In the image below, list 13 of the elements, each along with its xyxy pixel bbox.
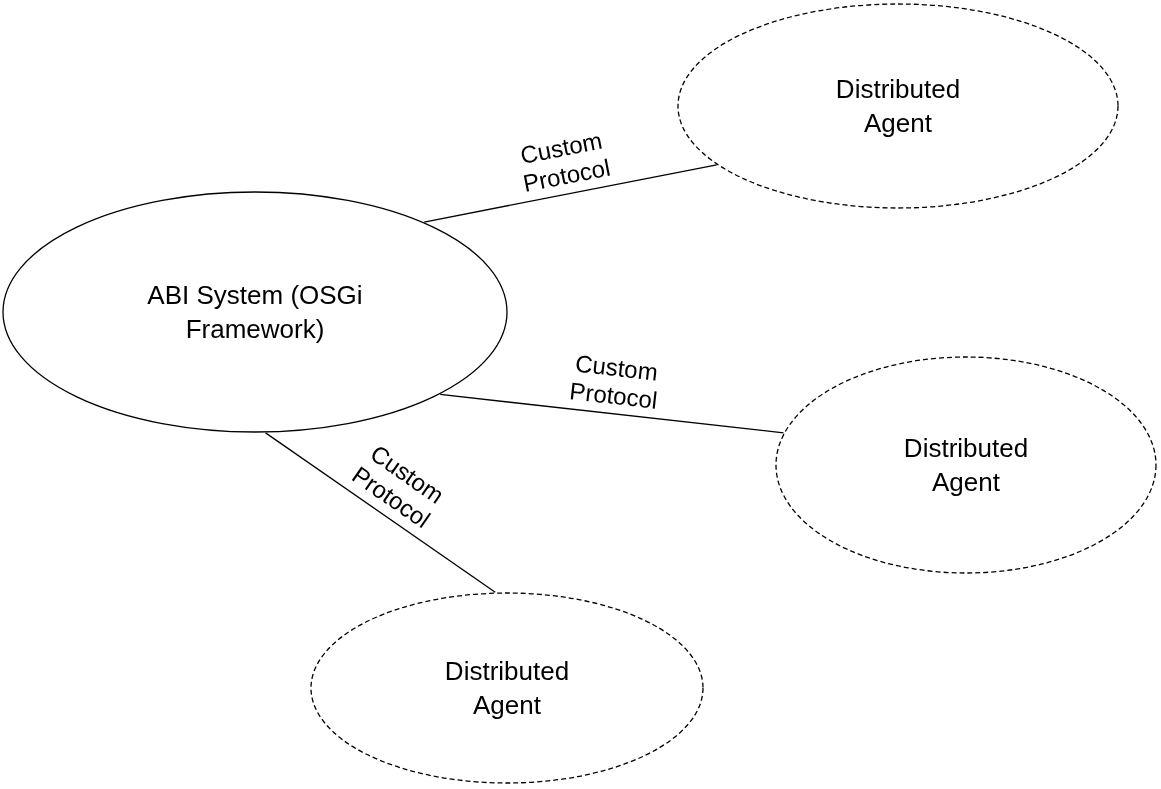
node-label: Distributed Agent [443,655,571,722]
ellipse-node [2,191,508,433]
dashed-ellipse [775,356,1157,574]
node-label: Distributed Agent [902,432,1030,499]
connector-line [264,432,496,593]
connector-line [439,393,785,434]
dashed-ellipse [677,3,1119,209]
node-label: ABI System (OSGi Framework) [146,279,364,346]
node-label: Distributed Agent [834,73,962,140]
edge-label: Custom Protocol [567,348,661,416]
edge-label: Custom Protocol [517,125,614,199]
dashed-ellipse [310,592,704,784]
connector-line [423,164,718,223]
